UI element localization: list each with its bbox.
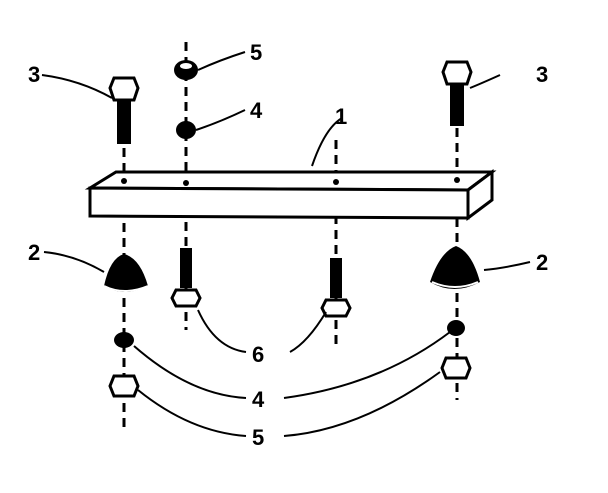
bolt-shank (450, 84, 464, 126)
callout-leg-right: 2 (536, 250, 548, 275)
callout-stud: 6 (252, 342, 264, 367)
nut-bottom-right (440, 356, 472, 380)
stud-nut (170, 288, 202, 308)
bracket-hole (454, 177, 460, 183)
washer-bottom-right (447, 320, 465, 336)
bracket-front-face (88, 186, 470, 220)
stud-shank (330, 258, 342, 298)
stud-nut (320, 298, 352, 318)
bolt-head (441, 60, 473, 86)
stud-left (170, 248, 202, 308)
callout-bolt-left: 3 (28, 62, 40, 87)
callout-washer-top: 4 (250, 98, 263, 123)
bracket-hole (333, 179, 339, 185)
bracket-hole (183, 180, 189, 186)
bracket (84, 169, 497, 221)
bolt-head (108, 76, 140, 102)
nut-top-bore (180, 63, 192, 69)
leg-rim (103, 285, 149, 292)
callout-nut-bottom: 5 (252, 425, 264, 450)
leg-body (104, 254, 148, 292)
bolt-shank (117, 100, 131, 144)
leg-rim (431, 281, 479, 288)
washer-bottom-left (114, 332, 134, 348)
callout-washer-bottom: 4 (252, 387, 265, 412)
nut-top (174, 60, 198, 80)
leg-right (430, 246, 480, 289)
nut-bottom-left (108, 374, 140, 398)
callout-bracket: 1 (335, 104, 347, 129)
leader-lines (41, 51, 531, 437)
callout-nut-top: 5 (250, 40, 262, 65)
washer-top (176, 121, 196, 139)
bracket-end-face (466, 169, 494, 221)
bolt-left (108, 76, 140, 144)
leg-body (430, 246, 480, 289)
callout-leg-left: 2 (28, 240, 40, 265)
stud-shank (180, 248, 192, 288)
bracket-hole (121, 178, 127, 184)
callout-bolt-right: 3 (536, 62, 548, 87)
stud-right (320, 258, 352, 318)
assembly-axes (122, 42, 459, 430)
bolt-right (441, 60, 473, 126)
leg-left (103, 254, 149, 292)
